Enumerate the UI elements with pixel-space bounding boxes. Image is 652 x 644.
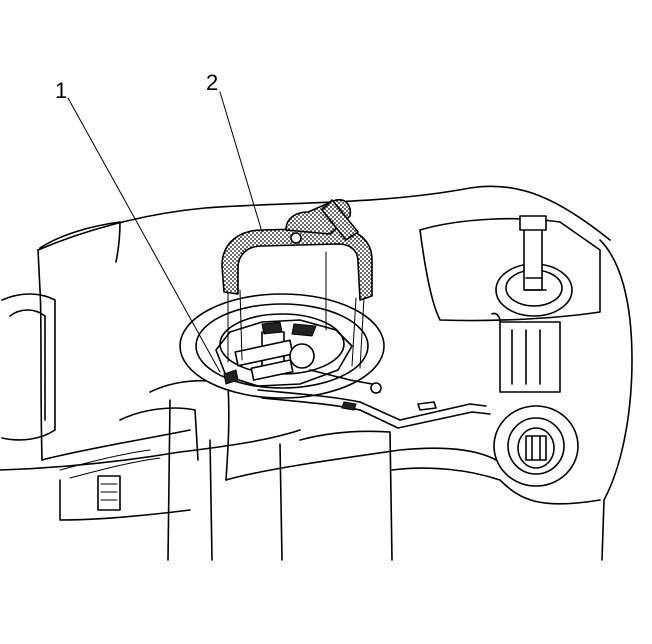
fuel-fitting bbox=[493, 405, 579, 487]
leader-line-1 bbox=[67, 97, 221, 373]
callout-label-1: 1 bbox=[55, 78, 68, 103]
fuel-line bbox=[257, 389, 491, 429]
lock-tab bbox=[223, 369, 239, 385]
tank-ridge bbox=[59, 449, 151, 471]
lock-ring-removal-tool bbox=[221, 198, 373, 369]
callout-label-2: 2 bbox=[206, 70, 219, 95]
tank-ridge-inner bbox=[69, 457, 161, 479]
leader-line-2 bbox=[219, 91, 263, 233]
fuel-tank-body bbox=[0, 185, 633, 561]
vent-valve bbox=[491, 215, 573, 393]
electrical-connector bbox=[97, 475, 121, 511]
